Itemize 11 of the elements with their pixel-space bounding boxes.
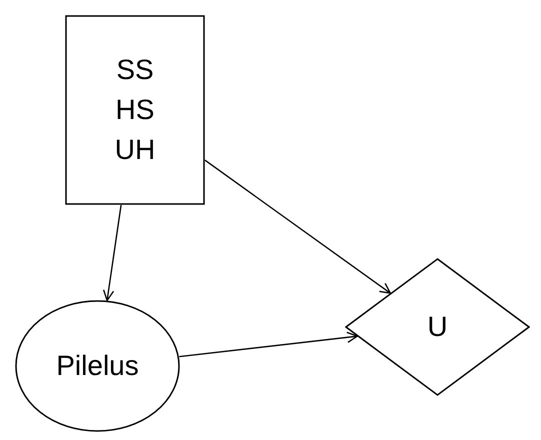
ellipse-node	[15, 300, 180, 432]
arrow	[204, 160, 391, 294]
arrow	[179, 332, 358, 358]
decision-diamond	[345, 258, 530, 396]
process-box	[65, 15, 205, 205]
node-label: UH	[114, 136, 156, 164]
node-label: SS	[116, 56, 154, 84]
node-label: HS	[116, 96, 154, 124]
node-label: U	[427, 313, 448, 341]
arrow	[102, 204, 122, 302]
node-label: Pilelus	[56, 352, 139, 380]
